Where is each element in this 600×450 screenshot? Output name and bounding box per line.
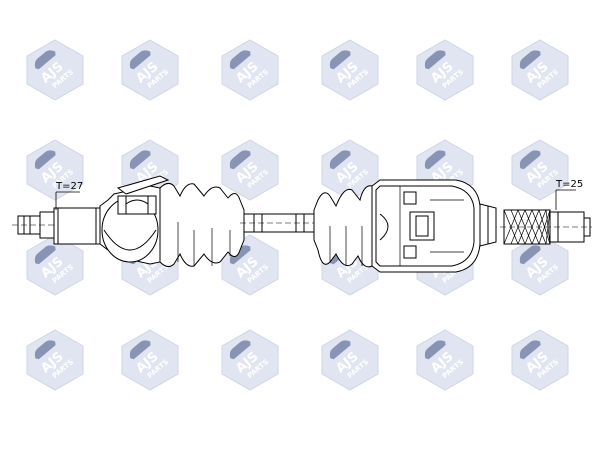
- car-icon: [229, 50, 251, 70]
- right-neck: [479, 203, 497, 247]
- car-icon: [34, 50, 56, 70]
- right-tripod-housing: [371, 179, 481, 273]
- car-icon: [424, 340, 446, 360]
- car-icon: [329, 340, 351, 360]
- car-icon: [329, 50, 351, 70]
- drive-shaft: [12, 175, 592, 273]
- car-icon: [229, 245, 251, 265]
- left-thread-stub: [12, 211, 58, 239]
- car-icon: [34, 245, 56, 265]
- car-icon: [519, 340, 541, 360]
- right-spline-count-label: T=25: [555, 179, 583, 190]
- car-icon: [129, 150, 151, 170]
- car-icon: [229, 150, 251, 170]
- left-spline-leader: [55, 191, 80, 210]
- car-icon: [519, 245, 541, 265]
- right-spline-leader: [555, 189, 576, 210]
- car-icon: [424, 150, 446, 170]
- car-icon: [229, 340, 251, 360]
- car-icon: [34, 340, 56, 360]
- left-spline-count-label: T=27: [55, 181, 83, 192]
- left-spline-shaft: [53, 207, 101, 245]
- right-end-stub: [500, 211, 592, 243]
- left-cv-joint: [99, 175, 170, 265]
- car-icon: [424, 50, 446, 70]
- right-boot: [313, 185, 373, 268]
- left-boot: [159, 182, 245, 268]
- car-icon: [519, 150, 541, 170]
- car-icon: [129, 340, 151, 360]
- center-bar: [240, 213, 318, 233]
- car-icon: [34, 150, 56, 170]
- car-icon: [329, 150, 351, 170]
- car-icon: [129, 50, 151, 70]
- car-icon: [519, 50, 541, 70]
